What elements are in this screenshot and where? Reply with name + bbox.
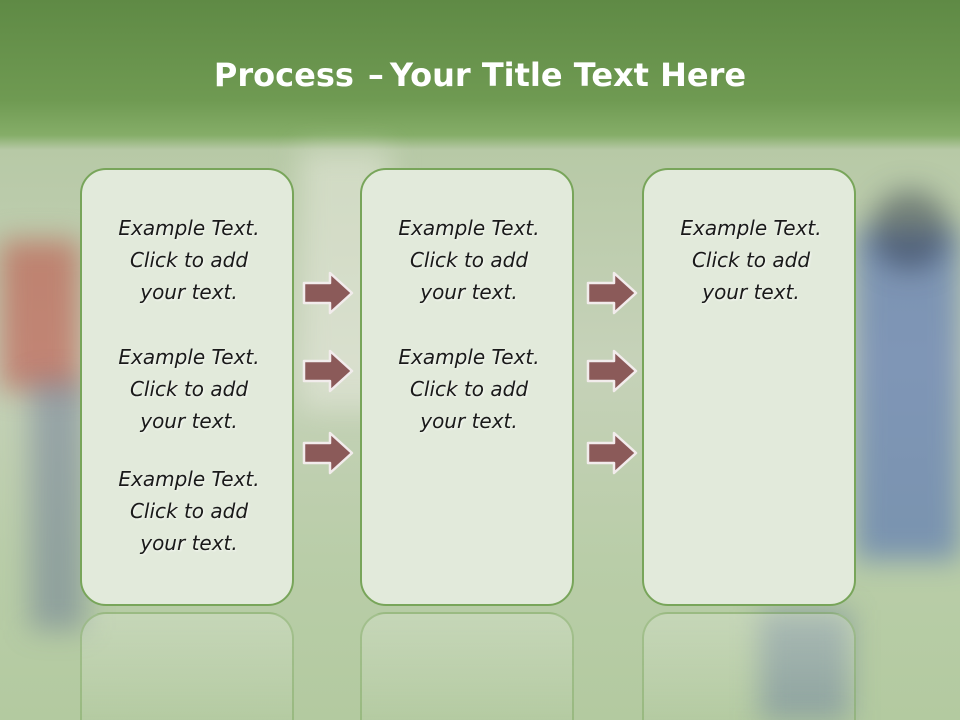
text-line: Example Text. [118, 467, 260, 491]
text-line: your text. [420, 409, 518, 433]
background-blur-red [0, 240, 80, 390]
text-line: Click to add [129, 377, 249, 401]
text-line: Click to add [129, 499, 249, 523]
box-1-text-2[interactable]: Example Text. Click to add your text. [82, 341, 296, 437]
background-blur-blue-player [30, 380, 85, 630]
box-3-reflection [642, 612, 856, 720]
right-arrow-icon[interactable] [302, 349, 354, 393]
text-line: Click to add [691, 248, 811, 272]
box-1-text-1[interactable]: Example Text. Click to add your text. [82, 212, 296, 308]
process-box-2[interactable]: Example Text. Click to add your text. Ex… [360, 168, 574, 606]
title-bold: Process [213, 56, 354, 94]
text-line: Click to add [409, 377, 529, 401]
background-blur-head [870, 190, 950, 270]
box-2-reflection [360, 612, 574, 720]
text-line: your text. [702, 280, 800, 304]
title-separator: – [367, 56, 384, 94]
right-arrow-icon[interactable] [586, 349, 638, 393]
text-line: Click to add [129, 248, 249, 272]
text-line: your text. [420, 280, 518, 304]
right-arrow-icon[interactable] [302, 431, 354, 475]
text-line: Example Text. [680, 216, 822, 240]
title-rest: Your Title Text Here [389, 56, 747, 94]
box-2-text-1[interactable]: Example Text. Click to add your text. [362, 212, 576, 308]
text-line: your text. [140, 531, 238, 555]
box-3-text-1[interactable]: Example Text. Click to add your text. [644, 212, 858, 308]
text-line: Example Text. [118, 345, 260, 369]
right-arrow-icon[interactable] [586, 431, 638, 475]
slide-title[interactable]: Process–Your Title Text Here [0, 52, 960, 98]
box-2-text-2[interactable]: Example Text. Click to add your text. [362, 341, 576, 437]
process-box-3[interactable]: Example Text. Click to add your text. [642, 168, 856, 606]
text-line: Click to add [409, 248, 529, 272]
text-line: your text. [140, 409, 238, 433]
background-blur-blue-shirt [855, 230, 960, 560]
box-1-text-3[interactable]: Example Text. Click to add your text. [82, 463, 296, 559]
process-box-1[interactable]: Example Text. Click to add your text. Ex… [80, 168, 294, 606]
right-arrow-icon[interactable] [586, 271, 638, 315]
box-1-reflection [80, 612, 294, 720]
text-line: your text. [140, 280, 238, 304]
text-line: Example Text. [398, 216, 540, 240]
text-line: Example Text. [118, 216, 260, 240]
right-arrow-icon[interactable] [302, 271, 354, 315]
text-line: Example Text. [398, 345, 540, 369]
